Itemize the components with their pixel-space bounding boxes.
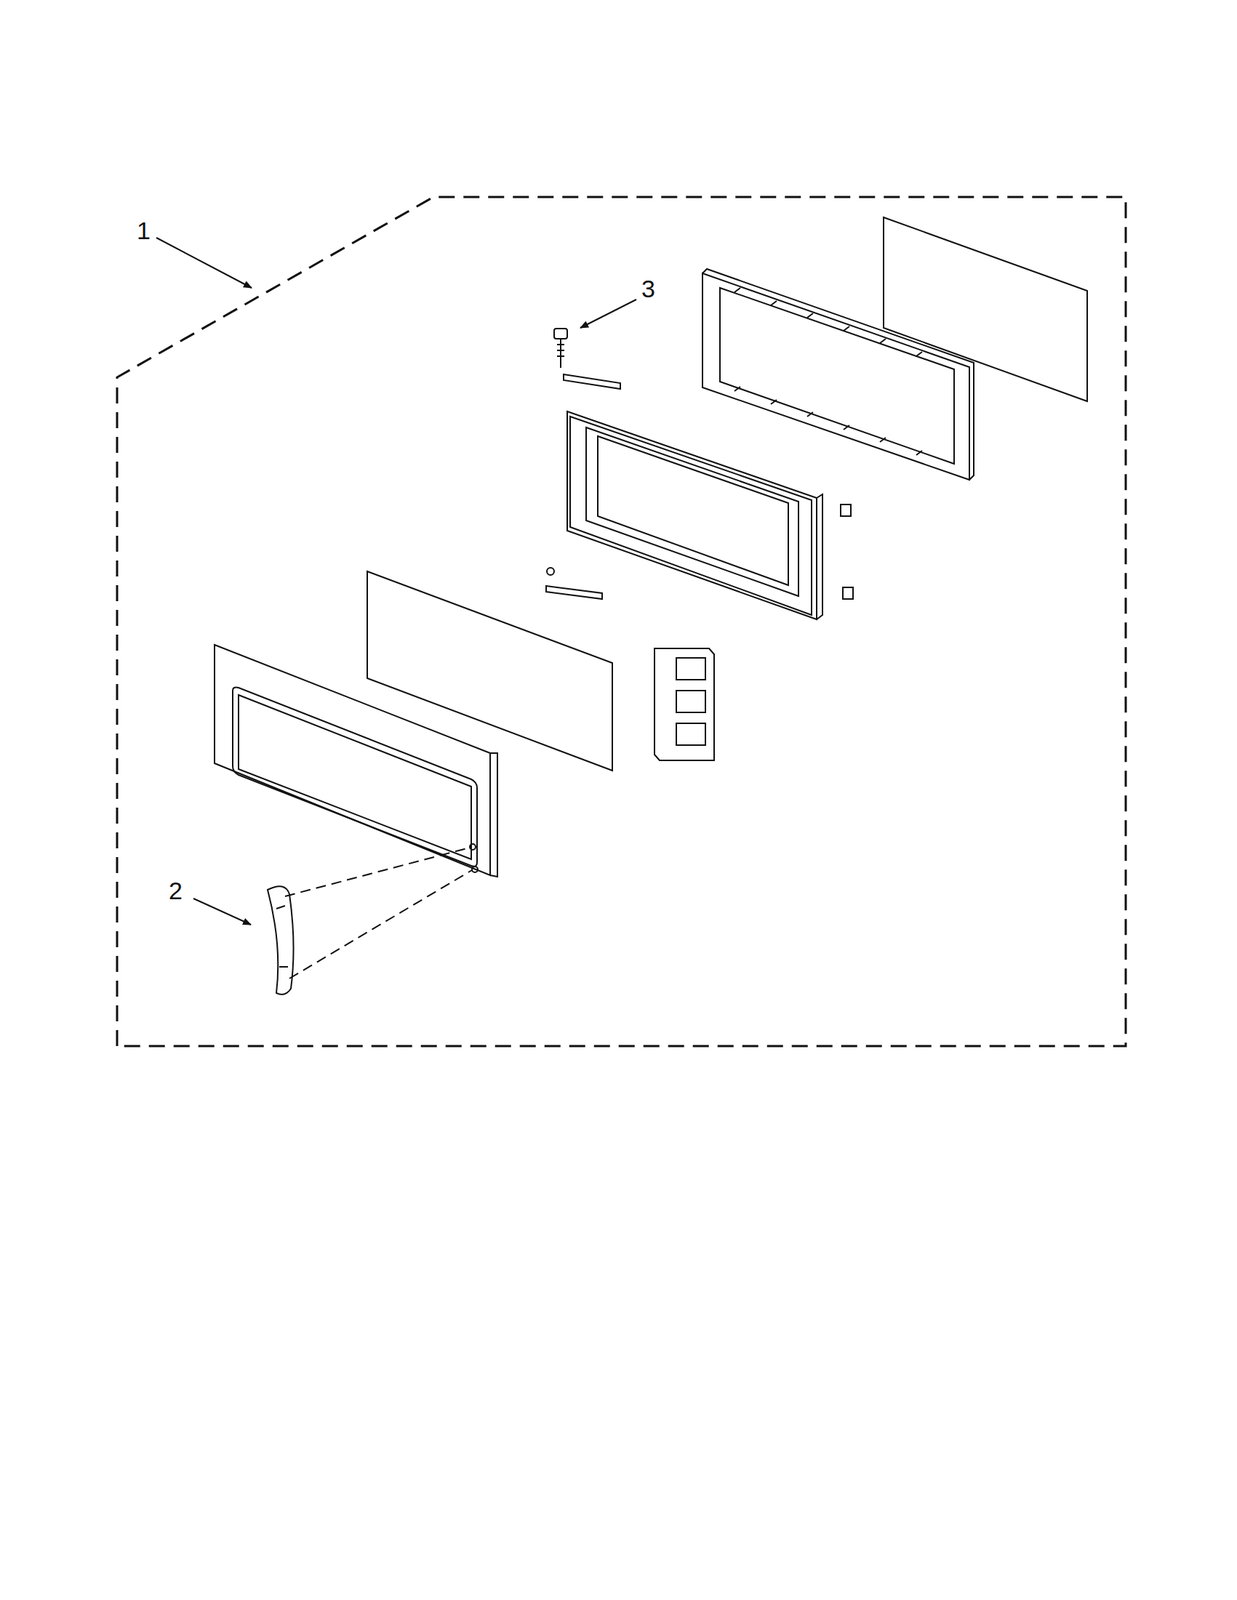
door-clip xyxy=(842,587,854,600)
assembly-line xyxy=(285,847,470,897)
callout-number: 2 xyxy=(167,878,184,904)
leader-line xyxy=(580,299,637,328)
inner-door-frame xyxy=(567,411,823,620)
hinge-pin xyxy=(554,328,621,390)
callout-number: 1 xyxy=(135,218,152,243)
hinge-plate xyxy=(546,586,603,600)
kit-boundary xyxy=(117,197,1126,1047)
hinge-screw xyxy=(546,567,555,576)
callout-number: 3 xyxy=(639,276,657,302)
leader-line xyxy=(193,898,251,926)
assembly-line xyxy=(289,870,472,979)
door-clip xyxy=(840,504,851,517)
leader-line xyxy=(156,237,252,288)
rear-frame xyxy=(702,269,974,480)
door-latch xyxy=(654,648,715,761)
front-door-panel xyxy=(214,645,498,878)
